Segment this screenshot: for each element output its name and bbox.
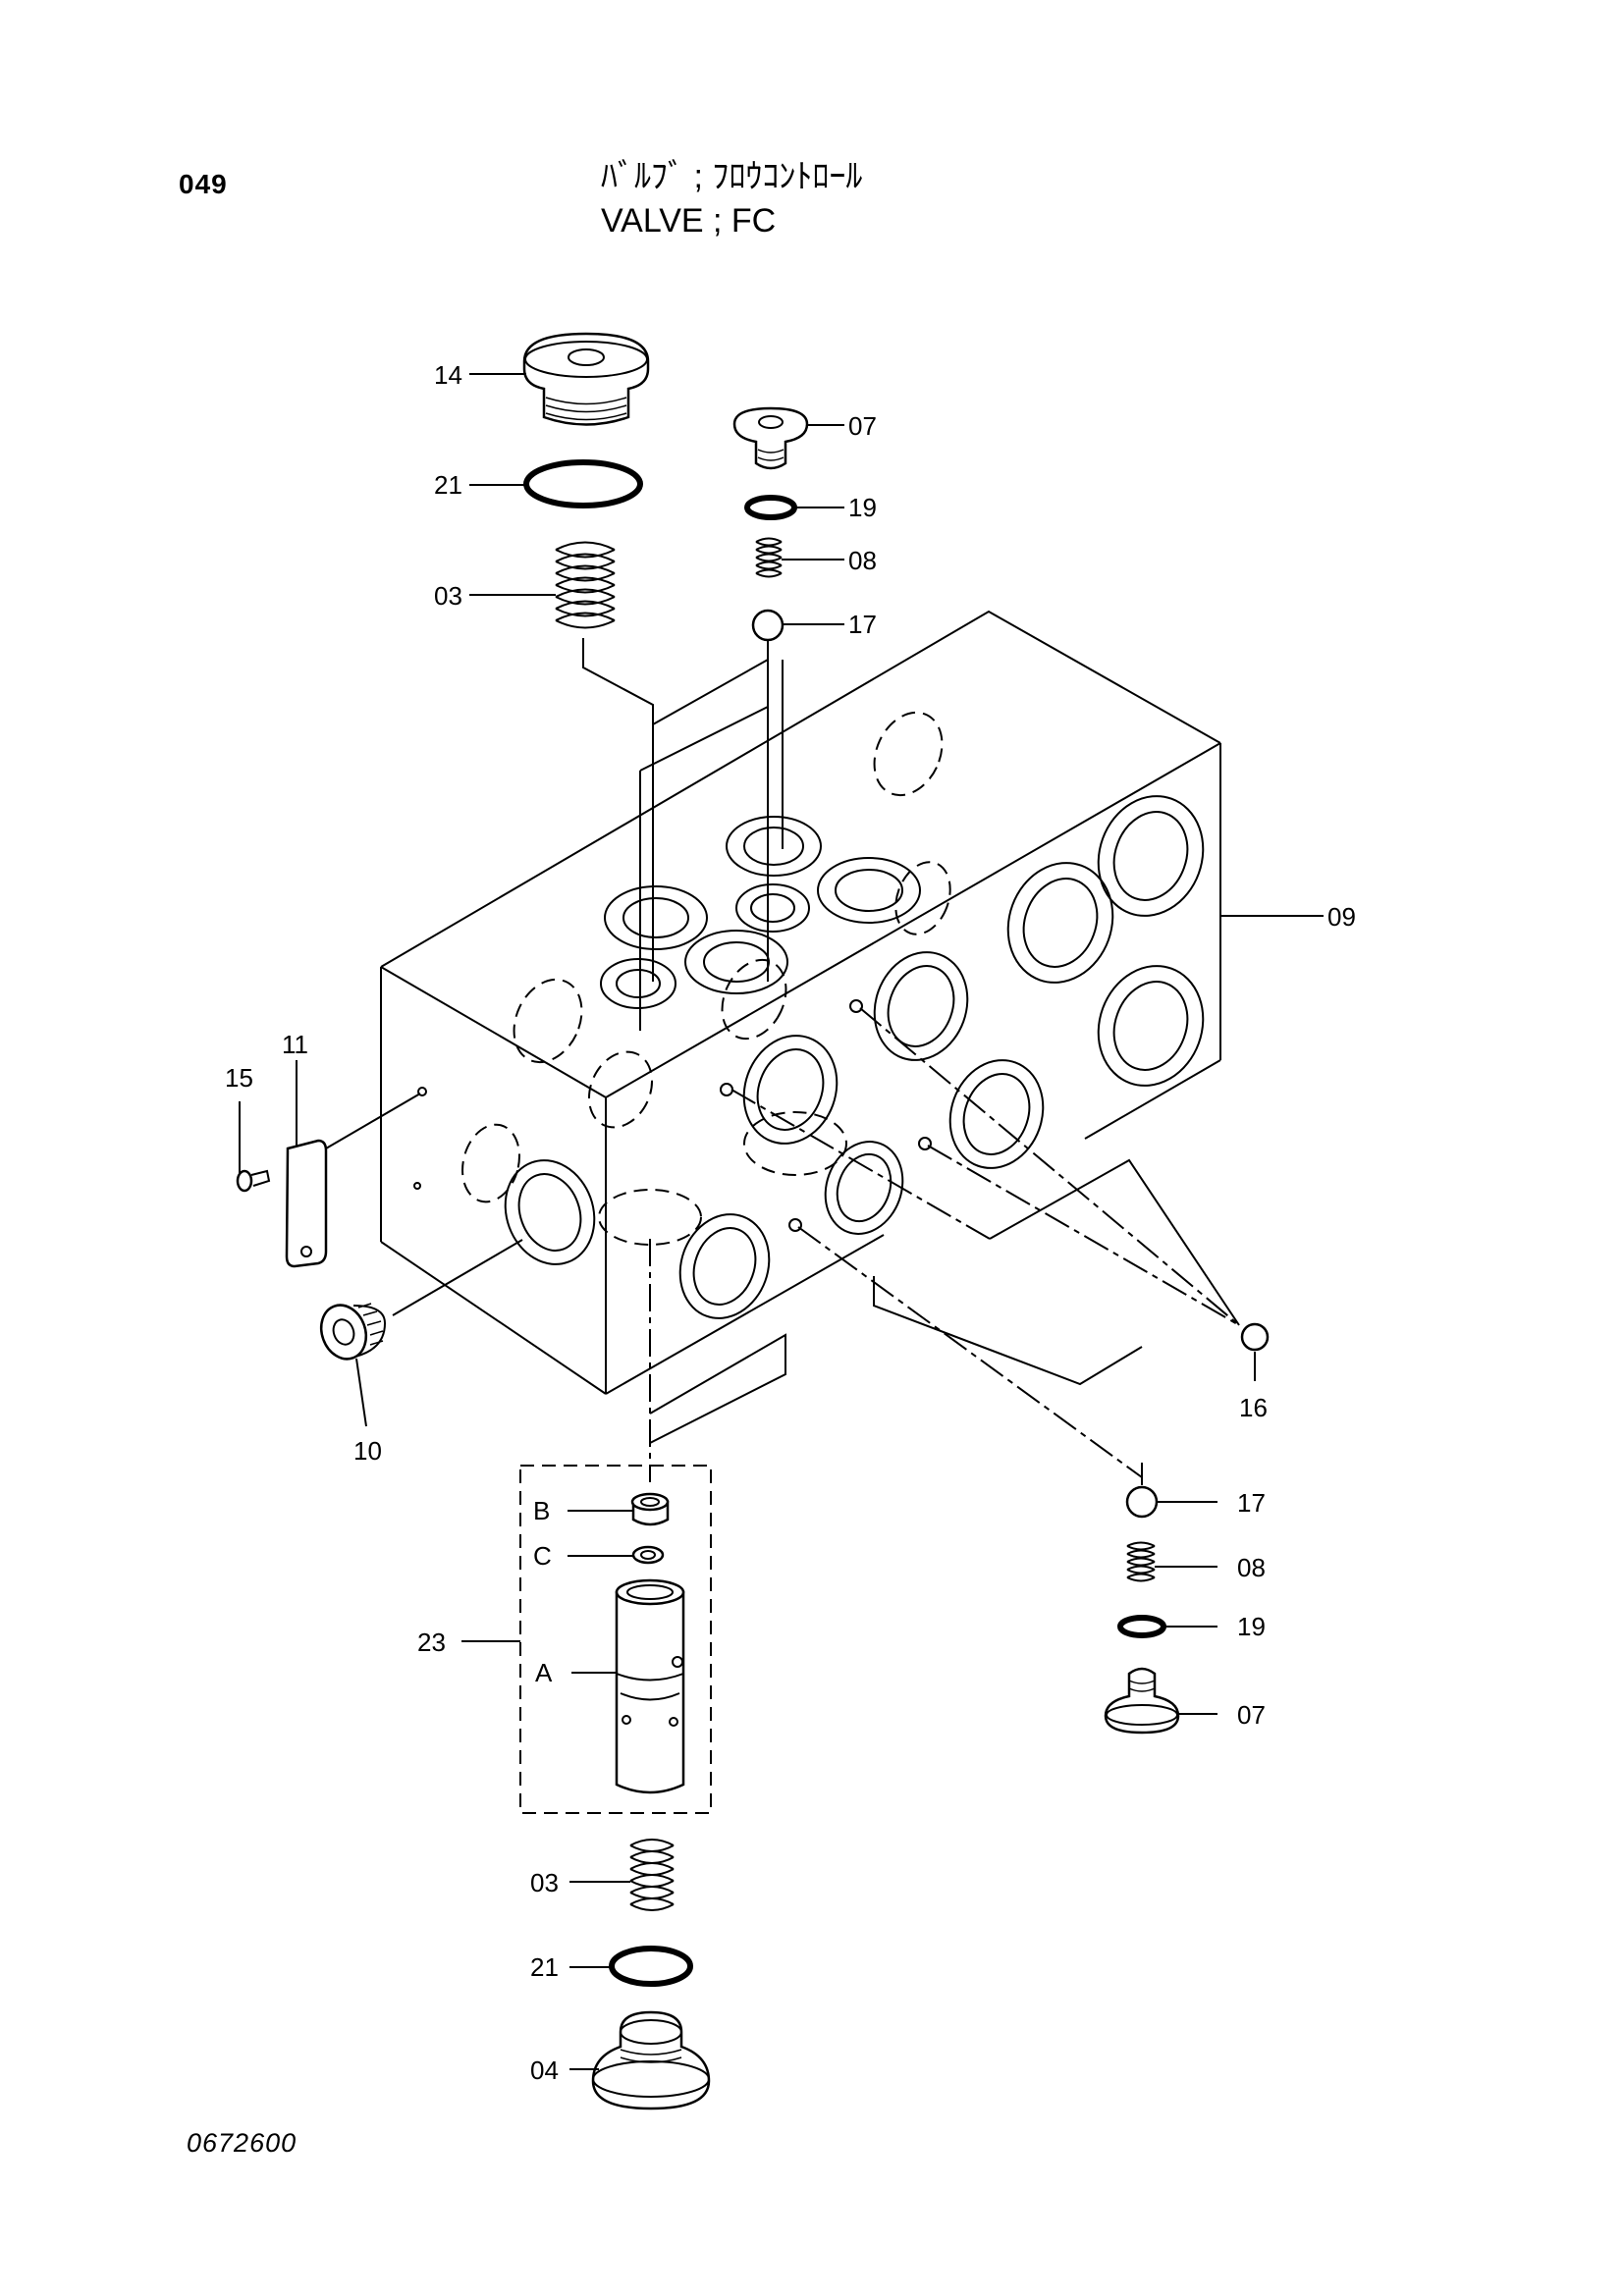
plug-14 (522, 332, 650, 426)
callout-09: 09 (1327, 902, 1356, 932)
plug-07-bottom (1104, 1667, 1180, 1735)
leader-lines (239, 373, 1324, 2070)
callout-labels: 14 21 03 07 19 08 17 09 11 15 10 16 17 0… (225, 360, 1356, 2085)
ball-17-top (751, 609, 784, 642)
left-face-ports (413, 1087, 596, 1265)
top-face-ports (600, 816, 921, 1009)
part-a (615, 1578, 685, 1794)
spring-08-top (755, 537, 783, 578)
callout-04: 04 (530, 2056, 559, 2085)
page-number: 049 (179, 169, 228, 199)
plug-07-top (732, 406, 809, 470)
right-face-ports (678, 795, 1205, 1319)
title-english: VALVE ; FC (601, 202, 777, 240)
callout-07-bottom: 07 (1237, 1700, 1266, 1730)
callout-19-bottom: 19 (1237, 1612, 1266, 1641)
callout-15: 15 (225, 1063, 253, 1093)
plug-04 (591, 2010, 711, 2110)
callout-10: 10 (353, 1436, 382, 1466)
callout-03-top: 03 (434, 581, 462, 611)
callout-08-top: 08 (848, 546, 877, 575)
callout-03-bottom: 03 (530, 1868, 559, 1897)
spring-03-top (555, 541, 616, 629)
ball-16 (1240, 1322, 1270, 1352)
callout-23: 23 (417, 1628, 446, 1657)
callout-16: 16 (1239, 1393, 1268, 1422)
callout-08-bottom: 08 (1237, 1553, 1266, 1582)
ball-17-bottom (1125, 1485, 1159, 1519)
callout-c: C (533, 1541, 552, 1571)
callout-14: 14 (434, 360, 462, 390)
o-ring-19-bottom (1117, 1615, 1166, 1638)
o-ring-19-top (744, 495, 797, 520)
o-ring-21-bottom (609, 1946, 693, 1987)
callout-17-bottom: 17 (1237, 1488, 1266, 1518)
spring-08-bottom (1126, 1541, 1156, 1582)
plug-10 (319, 1303, 387, 1361)
plate-11 (285, 1139, 328, 1268)
callout-b: B (533, 1496, 550, 1525)
o-ring-21-top (523, 459, 643, 508)
screw-15 (236, 1169, 271, 1193)
part-b (630, 1492, 670, 1526)
spring-03-bottom (629, 1839, 675, 1911)
assembly-23-box (519, 1465, 712, 1814)
assembly-lines (325, 638, 1240, 1485)
hidden-ports (461, 711, 951, 1246)
callout-11: 11 (282, 1030, 308, 1059)
document-code: 0672600 (187, 2128, 298, 2158)
callout-a: A (535, 1658, 553, 1687)
callout-07-top: 07 (848, 411, 877, 441)
title-japanese: ﾊﾞﾙﾌﾞ ; ﾌﾛｳｺﾝﾄﾛｰﾙ (601, 158, 863, 195)
callout-17-top: 17 (848, 610, 877, 639)
callout-21-bottom: 21 (530, 1952, 559, 1982)
part-c (631, 1545, 665, 1565)
callout-21-top: 21 (434, 470, 462, 500)
valve-body (380, 610, 1221, 1395)
callout-19-top: 19 (848, 493, 877, 522)
